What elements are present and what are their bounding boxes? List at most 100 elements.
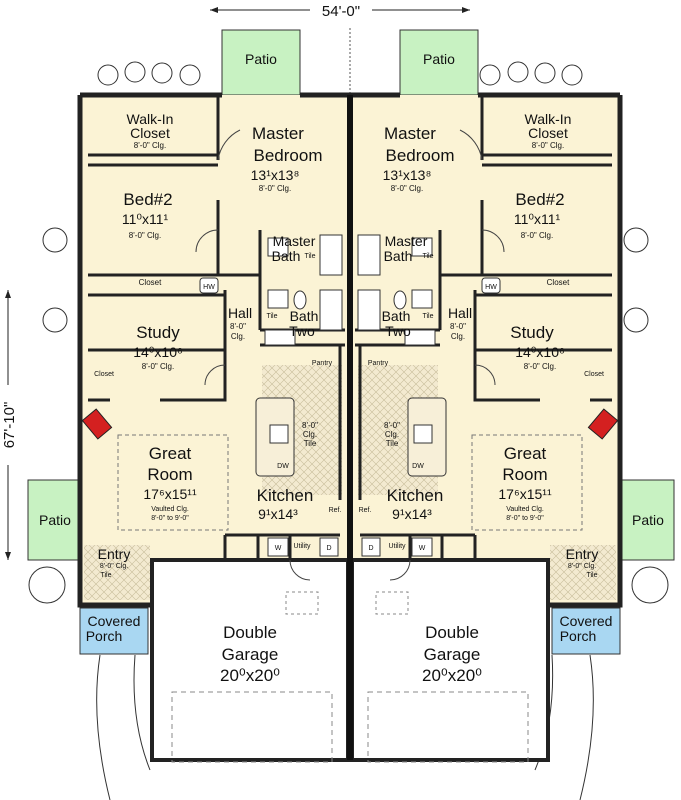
- left-fireplace: [81, 408, 113, 440]
- right-garage-size: 20⁰x20⁰: [422, 666, 482, 685]
- left-great-room-note2: 8'-0" to 9'-0": [151, 515, 189, 522]
- right-island-c2: Clg.: [385, 430, 399, 439]
- left-master-bedroom-line1: Master: [252, 124, 304, 143]
- left-utility: Utility: [293, 543, 311, 550]
- left-walkin-closet-line1: Walk-In: [127, 111, 174, 127]
- left-kitchen-size: 9¹x14³: [258, 506, 298, 522]
- right-interior-walls: [355, 95, 612, 560]
- right-master-bedroom-size: 13¹x13⁸: [383, 167, 432, 183]
- right-walkin-closet-line2: Closet: [528, 125, 568, 141]
- right-master-bedroom-line2: Bedroom: [386, 146, 455, 165]
- left-master-bedroom-ceiling: 8'-0" Clg.: [259, 184, 291, 193]
- left-closet: Closet: [139, 278, 162, 287]
- right-walkin-closet-line1: Walk-In: [525, 111, 572, 127]
- right-fireplace: [587, 408, 619, 440]
- door-swings: [195, 129, 505, 581]
- right-garage-door: [367, 691, 529, 763]
- left-covered-porch: [79, 607, 149, 655]
- left-dryer: D: [326, 545, 331, 552]
- left-island-c2: Clg.: [303, 430, 317, 439]
- right-hw: HW: [485, 284, 497, 291]
- left-entry-tile-label: Tile: [100, 572, 111, 579]
- left-entry-ceiling: 8'-0" Clg.: [100, 563, 128, 570]
- right-master-bath-tile: Tile: [422, 253, 433, 260]
- left-entry-name: Entry: [98, 546, 131, 562]
- left-study-name: Study: [136, 323, 180, 342]
- left-study-ceiling: 8'-0" Clg.: [142, 362, 174, 371]
- right-hall-ceiling1: 8'-0": [450, 322, 466, 331]
- left-master-bedroom-line2: Bedroom: [254, 146, 323, 165]
- right-patio-side: [621, 479, 675, 561]
- right-bed2-size: 11⁰x11¹: [514, 211, 561, 227]
- right-kitchen-name: Kitchen: [387, 486, 444, 505]
- right-master-bath-line2: Bath: [384, 248, 413, 264]
- left-covered-porch-line2: Porch: [86, 628, 123, 644]
- right-covered-porch-line1: Covered: [560, 613, 613, 629]
- left-patio-top: [221, 29, 301, 96]
- right-master-bedroom-line1: Master: [384, 124, 436, 143]
- right-entry-tile: [550, 545, 616, 600]
- right-great-room-size: 17⁶x15¹¹: [498, 486, 552, 502]
- left-walkin-closet-ceiling: 8'-0" Clg.: [134, 141, 166, 150]
- width-dimension: 54'-0": [210, 2, 470, 20]
- left-master-bath-line2: Bath: [272, 248, 301, 264]
- right-bed2-ceiling: 8'-0" Clg.: [521, 231, 553, 240]
- right-great-room-note2: 8'-0" to 9'-0": [506, 515, 544, 522]
- left-ref: Ref.: [329, 507, 342, 514]
- right-utility: Utility: [388, 543, 406, 550]
- right-bath-two-line1: Bath: [382, 308, 411, 324]
- left-hall-ceiling2: Clg.: [231, 332, 245, 341]
- right-walkin-closet-ceiling: 8'-0" Clg.: [532, 141, 564, 150]
- left-master-bedroom-size: 13¹x13⁸: [251, 167, 300, 183]
- right-island-c3: Tile: [386, 439, 399, 448]
- right-walkway-edge: [579, 654, 594, 800]
- left-great-room-line2: Room: [147, 465, 192, 484]
- right-closet: Closet: [547, 278, 570, 287]
- left-walkway-edge: [96, 654, 111, 800]
- right-master-bedroom-ceiling: 8'-0" Clg.: [391, 184, 423, 193]
- left-bed2-size: 11⁰x11¹: [122, 211, 169, 227]
- right-kitchen-size: 9¹x14³: [392, 506, 432, 522]
- right-study-size: 14⁰x10⁶: [515, 344, 565, 360]
- left-master-bath-tile: Tile: [304, 253, 315, 260]
- right-entry-tile-label: Tile: [586, 572, 597, 579]
- depth-dimension: 67'-10": [0, 290, 18, 560]
- left-bed2-ceiling: 8'-0" Clg.: [129, 231, 161, 240]
- right-garage: [350, 558, 550, 762]
- left-garage-opener: [285, 591, 319, 615]
- right-hall-name: Hall: [448, 305, 472, 321]
- left-patio-side: [27, 479, 81, 561]
- right-entry-name: Entry: [566, 546, 599, 562]
- right-garage-line1: Double: [425, 623, 479, 642]
- right-bed2-name: Bed#2: [515, 190, 564, 209]
- overall-width-label: 54'-0": [322, 3, 360, 20]
- right-dryer: D: [368, 545, 373, 552]
- left-hall-ceiling1: 8'-0": [230, 322, 246, 331]
- right-hall-ceiling2: Clg.: [451, 332, 465, 341]
- right-island-c1: 8'-0": [384, 421, 400, 430]
- left-garage-line1: Double: [223, 623, 277, 642]
- right-pantry: Pantry: [368, 360, 389, 367]
- right-patio-top: [399, 29, 479, 96]
- left-pantry: Pantry: [312, 360, 333, 367]
- right-great-room-note1: Vaulted Clg.: [506, 506, 544, 513]
- left-walkway-inner: [133, 654, 151, 771]
- left-hall-name: Hall: [228, 305, 252, 321]
- right-covered-porch-line2: Porch: [560, 628, 597, 644]
- left-fixtures: [199, 234, 343, 557]
- right-dw: DW: [412, 463, 424, 470]
- left-study-size: 14⁰x10⁶: [133, 344, 183, 360]
- left-patio-side-label: Patio: [39, 512, 71, 528]
- right-great-room-rug: [471, 434, 583, 531]
- right-master-bath-line1: Master: [385, 233, 428, 249]
- left-great-room-size: 17⁶x15¹¹: [143, 486, 197, 502]
- right-covered-porch: [551, 607, 621, 655]
- left-garage: [150, 558, 350, 762]
- left-garage-size: 20⁰x20⁰: [220, 666, 280, 685]
- left-walkin-closet-line2: Closet: [130, 125, 170, 141]
- left-great-room-note1: Vaulted Clg.: [151, 506, 189, 513]
- right-patio-top-label: Patio: [423, 51, 455, 67]
- left-bath-two-line1: Bath: [290, 308, 319, 324]
- left-island-c1: 8'-0": [302, 421, 318, 430]
